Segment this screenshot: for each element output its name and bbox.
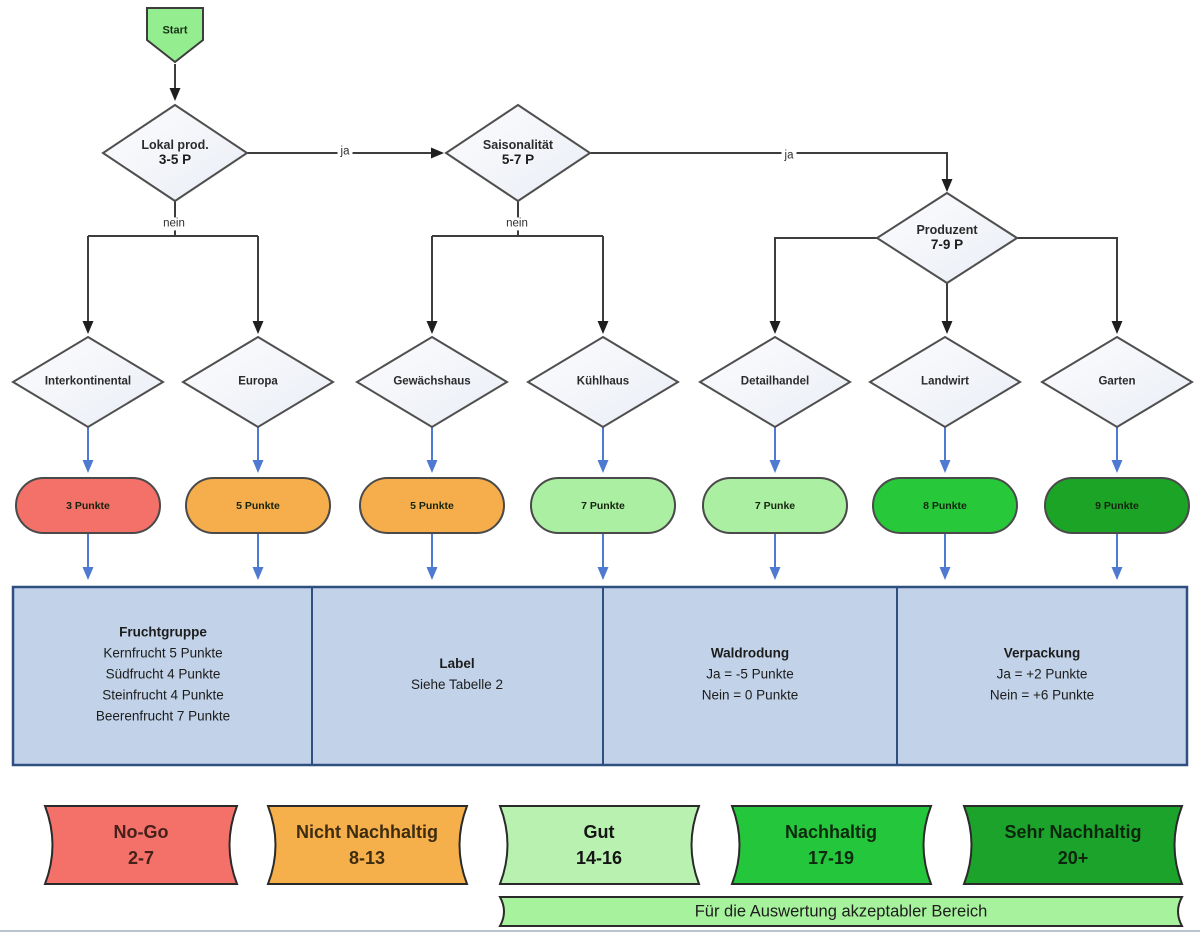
modifier-box-dividers: [311, 587, 898, 765]
rating-ribbon-no-go: [43, 805, 239, 885]
modifier-box-title: Label: [439, 656, 475, 671]
modifier-box-fruchtgruppe: Fruchtgruppe Kernfrucht 5 Punkte Südfruc…: [96, 622, 230, 727]
category-diamond-landwirt: [868, 335, 1022, 429]
decision-title: Saisonalität: [482, 138, 554, 153]
points-pill-landwirt: [872, 477, 1018, 534]
rating-range: 17-19: [807, 848, 855, 868]
rating-title: Nachhaltig: [784, 822, 878, 842]
points-pill-interkontinental: [15, 477, 161, 534]
decision-title: Produzent: [916, 223, 978, 238]
rating-ribbon-nachhaltig: [730, 805, 933, 885]
points-label: 8 Punkte: [923, 499, 967, 512]
category-label-landwirt: Landwirt: [921, 375, 969, 388]
category-label-detailhandel: Detailhandel: [740, 375, 810, 388]
modifier-box-waldrodung: Waldrodung Ja = -5 Punkte Nein = 0 Punkt…: [702, 643, 798, 706]
rating-range: 2-7: [127, 848, 155, 868]
modifier-box-title: Verpackung: [1003, 645, 1081, 661]
modifier-box-line: Beerenfrucht 7 Punkte: [95, 708, 231, 724]
category-label-kuehlhaus: Kühlhaus: [576, 375, 630, 388]
rating-range: 8-13: [348, 848, 386, 868]
decision-points: 3-5 P: [158, 152, 192, 168]
edge-to-garten: [1017, 237, 1123, 334]
points-label: 3 Punkte: [66, 499, 110, 512]
decision-title: Lokal prod.: [141, 138, 209, 153]
points-pill-detailhandel: [702, 477, 848, 534]
rating-label-nicht-nachhaltig: Nicht Nachhaltig 8-13: [296, 819, 438, 871]
points-label: 5 Punkte: [410, 499, 454, 512]
rating-range: 14-16: [575, 848, 623, 868]
decision-produzent-label: Produzent 7-9 P: [916, 223, 977, 253]
modifier-box-line: Nein = +6 Punkte: [989, 687, 1095, 703]
decision-points: 7-9 P: [930, 237, 964, 253]
rating-ribbon-sehr-nachhaltig: [962, 805, 1184, 885]
edge-label-ja-2: ja: [781, 149, 797, 163]
modifier-box-verpackung: Verpackung Ja = +2 Punkte Nein = +6 Punk…: [990, 643, 1094, 706]
modifier-box-band: [11, 585, 1189, 767]
decision-lokal-prod-label: Lokal prod. 3-5 P: [141, 138, 208, 168]
decision-points: 5-7 P: [501, 152, 535, 168]
rating-title: No-Go: [113, 822, 169, 842]
category-diamond-europa: [181, 335, 335, 429]
rating-ribbon-nicht-nachhaltig: [266, 805, 469, 885]
modifier-box-line: Südfrucht 4 Punkte: [105, 666, 221, 682]
rating-ribbon-gut: [498, 805, 701, 885]
decision-produzent: [875, 191, 1019, 285]
modifier-box-line: Steinfrucht 4 Punkte: [102, 687, 224, 703]
points-label: 9 Punkte: [1095, 499, 1139, 512]
category-label-europa: Europa: [238, 375, 278, 388]
category-diamond-garten: [1040, 335, 1194, 429]
category-label-interkontinental: Interkontinental: [44, 375, 132, 388]
category-diamond-detailhandel: [698, 335, 852, 429]
points-label: 7 Punkte: [581, 499, 625, 512]
points-label: 5 Punkte: [236, 499, 280, 512]
start-node: [146, 7, 204, 64]
rating-label-no-go: No-Go 2-7: [114, 819, 169, 871]
decision-lokal-prod: [101, 103, 249, 203]
rating-title: Nicht Nachhaltig: [295, 822, 439, 842]
modifier-box-title: Fruchtgruppe: [119, 624, 207, 640]
rating-label-gut: Gut 14-16: [576, 819, 622, 871]
points-pill-kuehlhaus: [530, 477, 676, 534]
points-pill-gewaechshaus: [359, 477, 505, 534]
points-label: 7 Punke: [754, 499, 796, 512]
modifier-box-line: Ja = -5 Punkte: [706, 666, 794, 682]
rating-title: Sehr Nachhaltig: [1004, 822, 1142, 842]
category-diamond-kuehlhaus: [526, 335, 680, 429]
category-label-gewaechshaus: Gewächshaus: [393, 375, 471, 388]
category-diamond-gewaechshaus: [355, 335, 509, 429]
rating-label-sehr-nachhaltig: Sehr Nachhaltig 20+: [1004, 819, 1141, 871]
decision-saisonalitaet: [444, 103, 592, 203]
points-pill-garten: [1044, 477, 1190, 534]
decision-saisonalitaet-label: Saisonalität 5-7 P: [483, 138, 553, 168]
modifier-box-line: Nein = 0 Punkte: [701, 687, 799, 703]
modifier-box-line: Ja = +2 Punkte: [996, 666, 1088, 682]
edge-label-ja-1: ja: [337, 145, 353, 159]
category-label-garten: Garten: [1098, 375, 1136, 388]
edge-label-nein-2: nein: [503, 217, 531, 231]
footer-banner-label: Für die Auswertung akzeptabler Bereich: [694, 902, 988, 921]
points-pill-europa: [185, 477, 331, 534]
rating-label-nachhaltig: Nachhaltig 17-19: [785, 819, 877, 871]
rating-title: Gut: [583, 822, 615, 842]
rating-range: 20+: [1057, 848, 1089, 868]
edge-label-nein-1: nein: [160, 217, 188, 231]
edge-saisonalitaet-ja-produzent: [590, 152, 953, 192]
modifier-box-label: Label Siehe Tabelle 2: [411, 653, 503, 695]
start-label: Start: [162, 24, 188, 37]
edge-to-detailhandel: [769, 237, 877, 334]
modifier-box-line: Siehe Tabelle 2: [410, 677, 504, 692]
modifier-box-line: Kernfrucht 5 Punkte: [103, 645, 223, 661]
footer-banner: [498, 896, 1184, 927]
category-diamond-interkontinental: [11, 335, 165, 429]
modifier-box-title: Waldrodung: [710, 645, 790, 661]
